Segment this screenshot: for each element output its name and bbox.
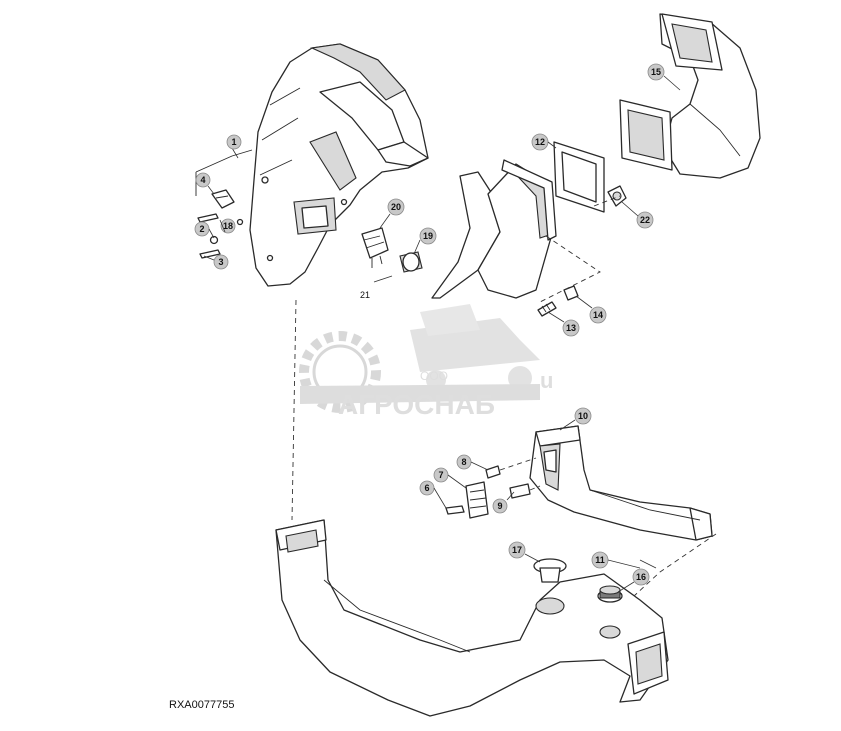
callout-8: 8	[456, 454, 472, 470]
gasket-12	[553, 141, 605, 213]
callout-18: 18	[220, 218, 236, 234]
svg-text:10: 10	[578, 411, 588, 421]
blower-housing	[249, 43, 429, 287]
callout-6: 6	[419, 480, 435, 496]
callout-17: 17	[508, 541, 526, 559]
watermark-prefix: ООО	[420, 369, 448, 383]
svg-text:2: 2	[199, 224, 204, 234]
callout-16: 16	[632, 568, 650, 586]
callout-12: 12	[531, 133, 549, 151]
svg-text:6: 6	[424, 483, 429, 493]
louver-7	[465, 481, 489, 519]
screw-13	[537, 301, 557, 317]
svg-text:9: 9	[497, 501, 502, 511]
clip-8	[485, 465, 501, 479]
svg-text:4: 4	[200, 175, 205, 185]
callout-19: 19	[419, 227, 437, 245]
svg-text:17: 17	[512, 545, 522, 555]
figure-code: RXA0077755	[169, 699, 234, 711]
callout-9: 9	[492, 498, 508, 514]
svg-text:1: 1	[231, 137, 236, 147]
cap-16	[597, 585, 623, 603]
screw-6	[445, 505, 465, 515]
svg-text:19: 19	[423, 231, 433, 241]
callout-15: 15	[647, 63, 665, 81]
callout-13: 13	[562, 319, 580, 337]
svg-text:12: 12	[535, 137, 545, 147]
svg-text:18: 18	[223, 221, 233, 231]
svg-text:3: 3	[218, 257, 223, 267]
svg-text:16: 16	[636, 572, 646, 582]
callout-2: 2	[194, 221, 210, 237]
watermark-brand: АГРОСНАБ	[338, 389, 495, 420]
callout-11: 11	[591, 551, 609, 569]
callout-14: 14	[589, 306, 607, 324]
switch-20	[361, 227, 389, 268]
connector-4	[211, 189, 235, 209]
harvester-logo-icon	[410, 304, 540, 390]
watermark: ООО АГРОСНАБ u	[299, 304, 553, 420]
callout-4: 4	[195, 172, 211, 188]
nut-14	[563, 285, 579, 301]
duct-10	[529, 425, 713, 541]
callout-20: 20	[387, 198, 405, 216]
svg-text:8: 8	[461, 457, 466, 467]
duct-15	[619, 13, 761, 179]
svg-text:7: 7	[438, 470, 443, 480]
callout-1: 1	[226, 134, 242, 150]
callout-22: 22	[636, 211, 654, 229]
watermark-suffix: u	[540, 368, 553, 393]
svg-text:13: 13	[566, 323, 576, 333]
plug-17	[533, 558, 567, 583]
duct-11	[275, 519, 669, 717]
screw-9	[509, 483, 531, 499]
svg-text:15: 15	[651, 67, 661, 77]
callout-3: 3	[213, 254, 229, 270]
svg-text:20: 20	[391, 202, 401, 212]
svg-text:14: 14	[593, 310, 603, 320]
duct-upper	[431, 159, 557, 299]
svg-text:22: 22	[640, 215, 650, 225]
svg-text:11: 11	[595, 555, 605, 565]
callout-7: 7	[433, 467, 449, 483]
cut-label: 21	[360, 290, 370, 300]
callout-10: 10	[574, 407, 592, 425]
gear-logo-icon	[299, 331, 381, 413]
knob-19	[399, 251, 423, 273]
